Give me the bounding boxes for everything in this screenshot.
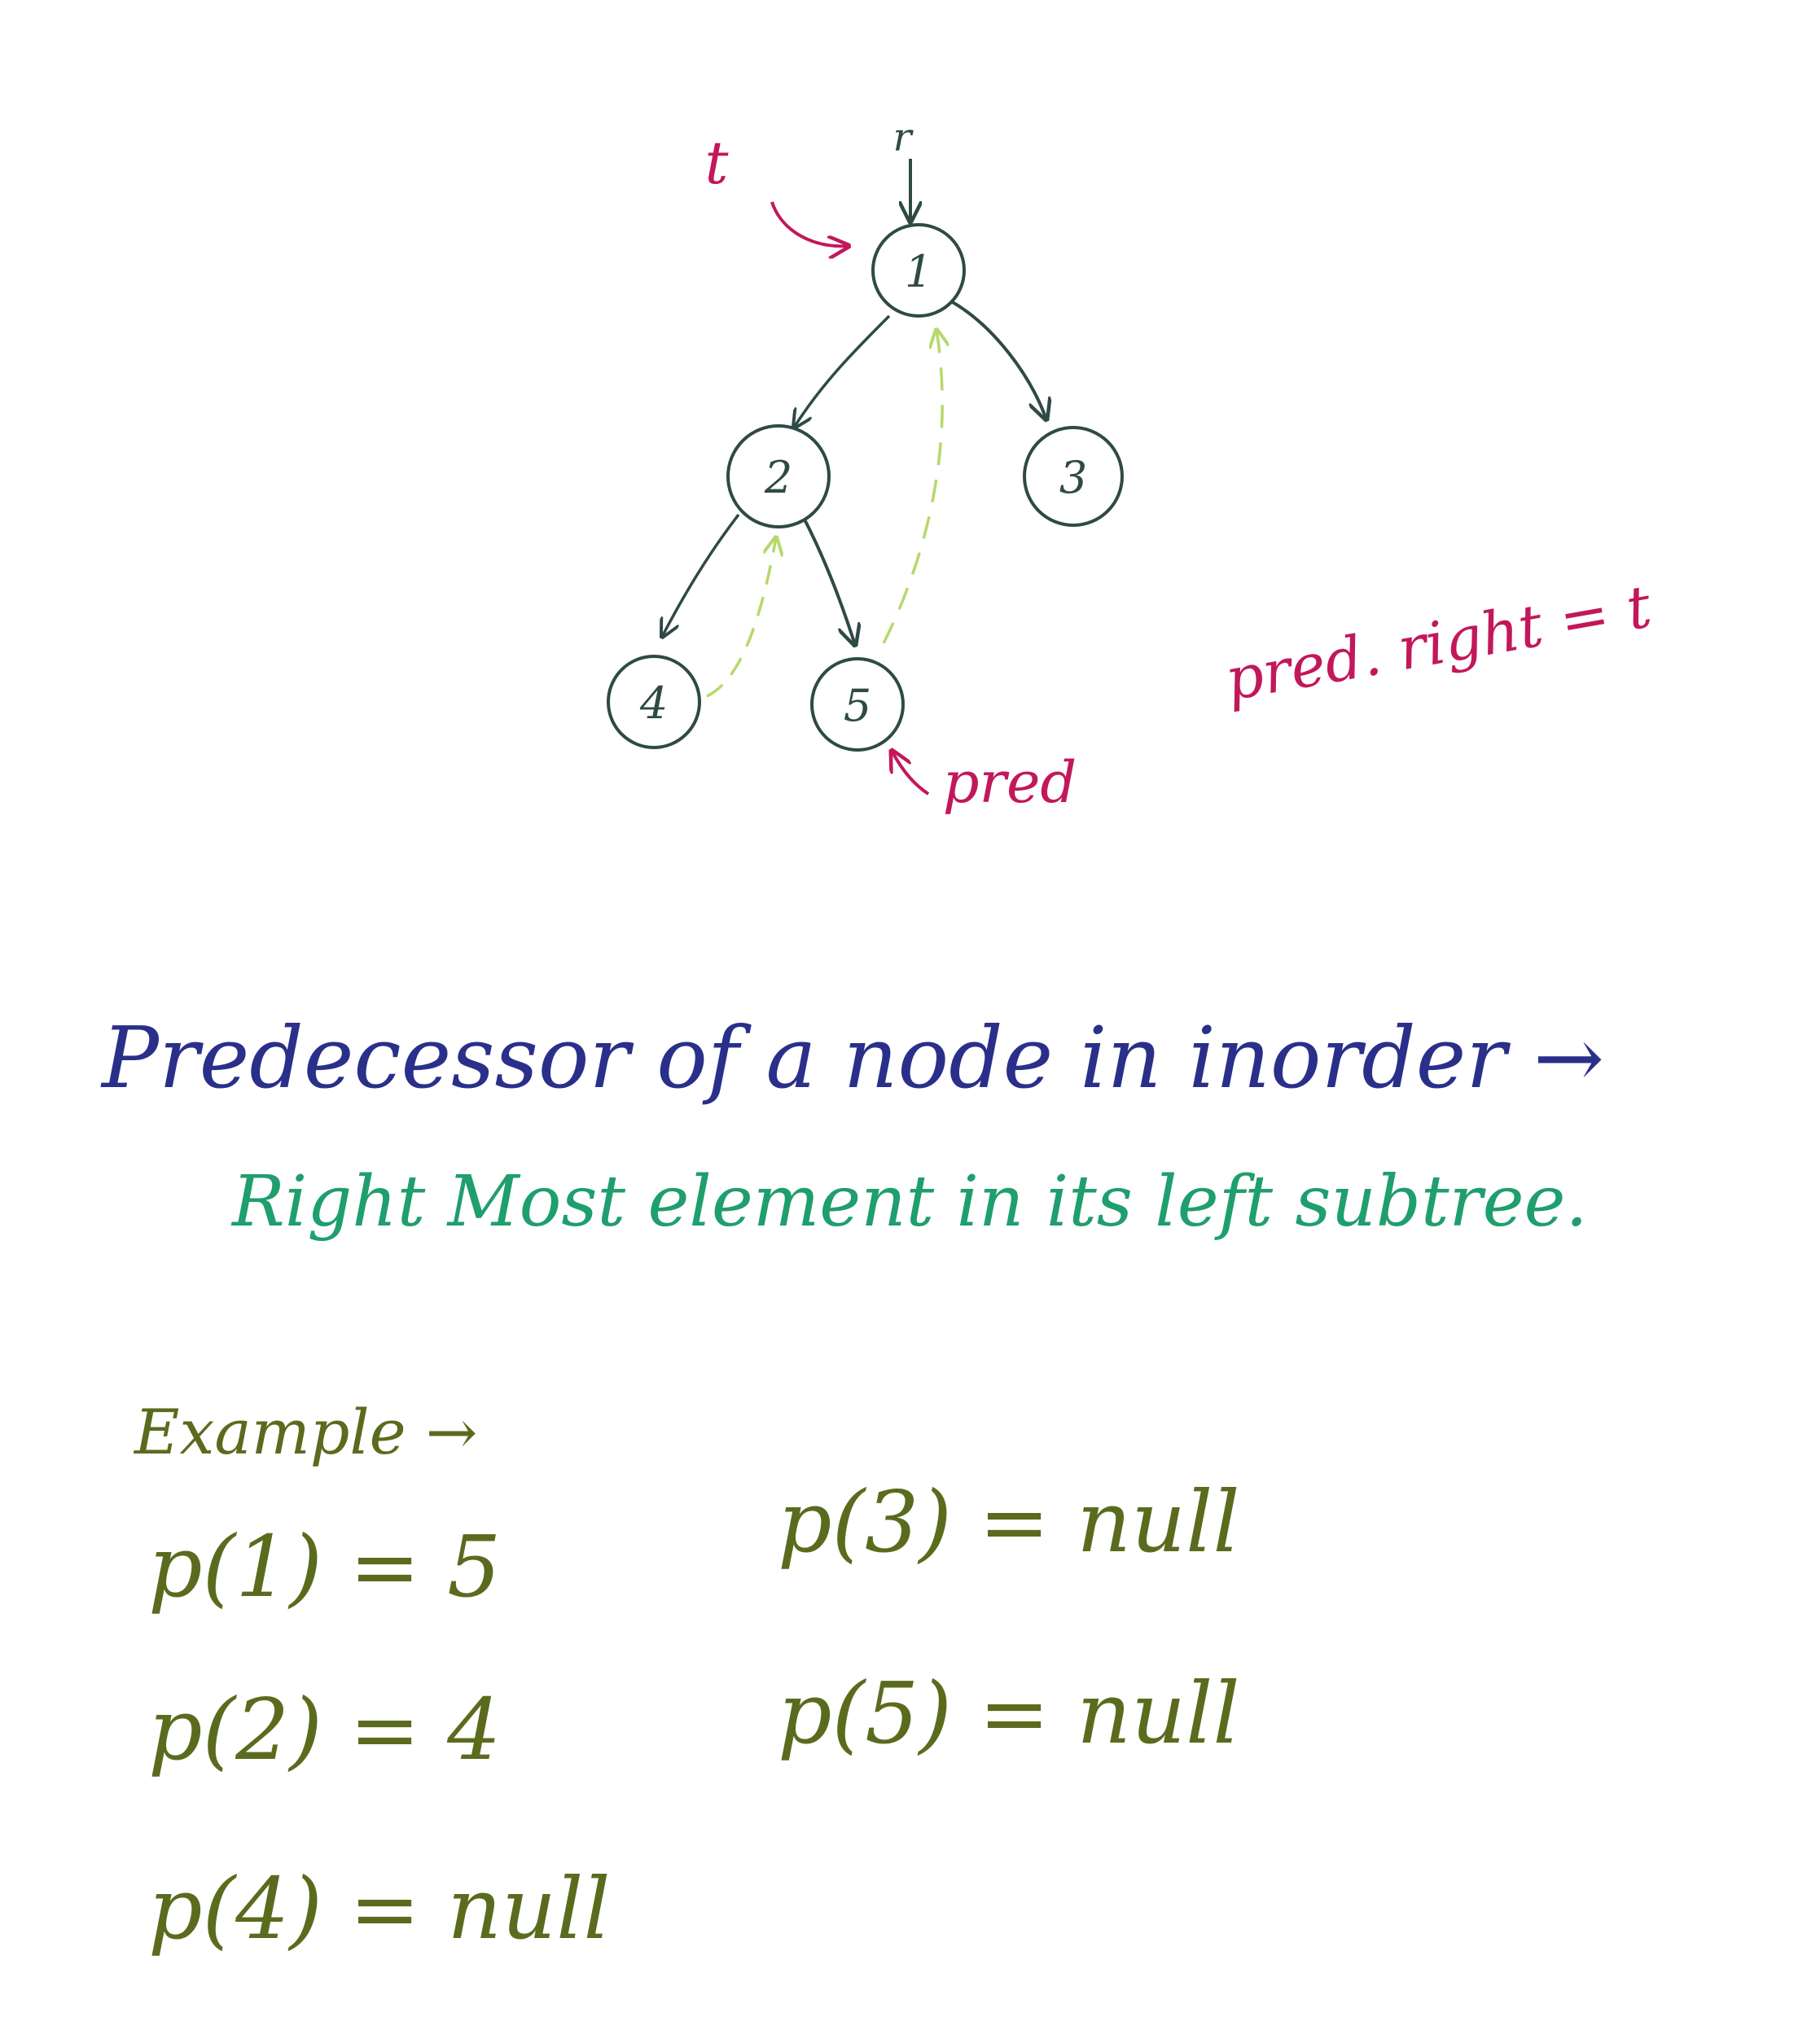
assignment-text: pred. right = t xyxy=(1220,572,1656,714)
t-label: t xyxy=(705,129,730,197)
edge-1-2 xyxy=(794,314,891,428)
tree-node-4: 4 xyxy=(607,655,701,749)
node-label-2: 2 xyxy=(764,452,792,503)
tree-node-3: 3 xyxy=(1023,426,1124,527)
node-label-5: 5 xyxy=(844,680,871,731)
root-pointer-label: r xyxy=(893,115,914,160)
tree-node-5: 5 xyxy=(810,657,905,752)
example-p4: p(4) = null xyxy=(148,1859,611,1958)
edge-2-4 xyxy=(662,513,740,637)
pred-pointer-arrow xyxy=(892,751,930,796)
edge-2-5 xyxy=(802,517,855,645)
heading-line-1: Predecessor of a node in inorder → xyxy=(100,1008,1604,1107)
node-label-4: 4 xyxy=(639,677,668,729)
edge-1-3 xyxy=(949,300,1046,419)
tree-node-1: 1 xyxy=(871,223,966,318)
example-p5: p(5) = null xyxy=(778,1664,1240,1763)
example-p1: p(1) = 5 xyxy=(148,1517,501,1616)
thread-4-to-2 xyxy=(706,537,776,698)
thread-5-to-1 xyxy=(882,330,942,644)
example-p2: p(2) = 4 xyxy=(148,1680,501,1779)
tree-node-2: 2 xyxy=(726,424,831,528)
node-label-1: 1 xyxy=(905,246,932,297)
example-p3: p(3) = null xyxy=(778,1472,1240,1572)
t-pointer-arrow xyxy=(770,201,849,246)
node-label-3: 3 xyxy=(1059,452,1087,503)
example-title: Example → xyxy=(133,1396,478,1468)
pred-label: pred xyxy=(943,749,1077,816)
heading-line-2: Right Most element in its left subtree. xyxy=(230,1161,1588,1243)
